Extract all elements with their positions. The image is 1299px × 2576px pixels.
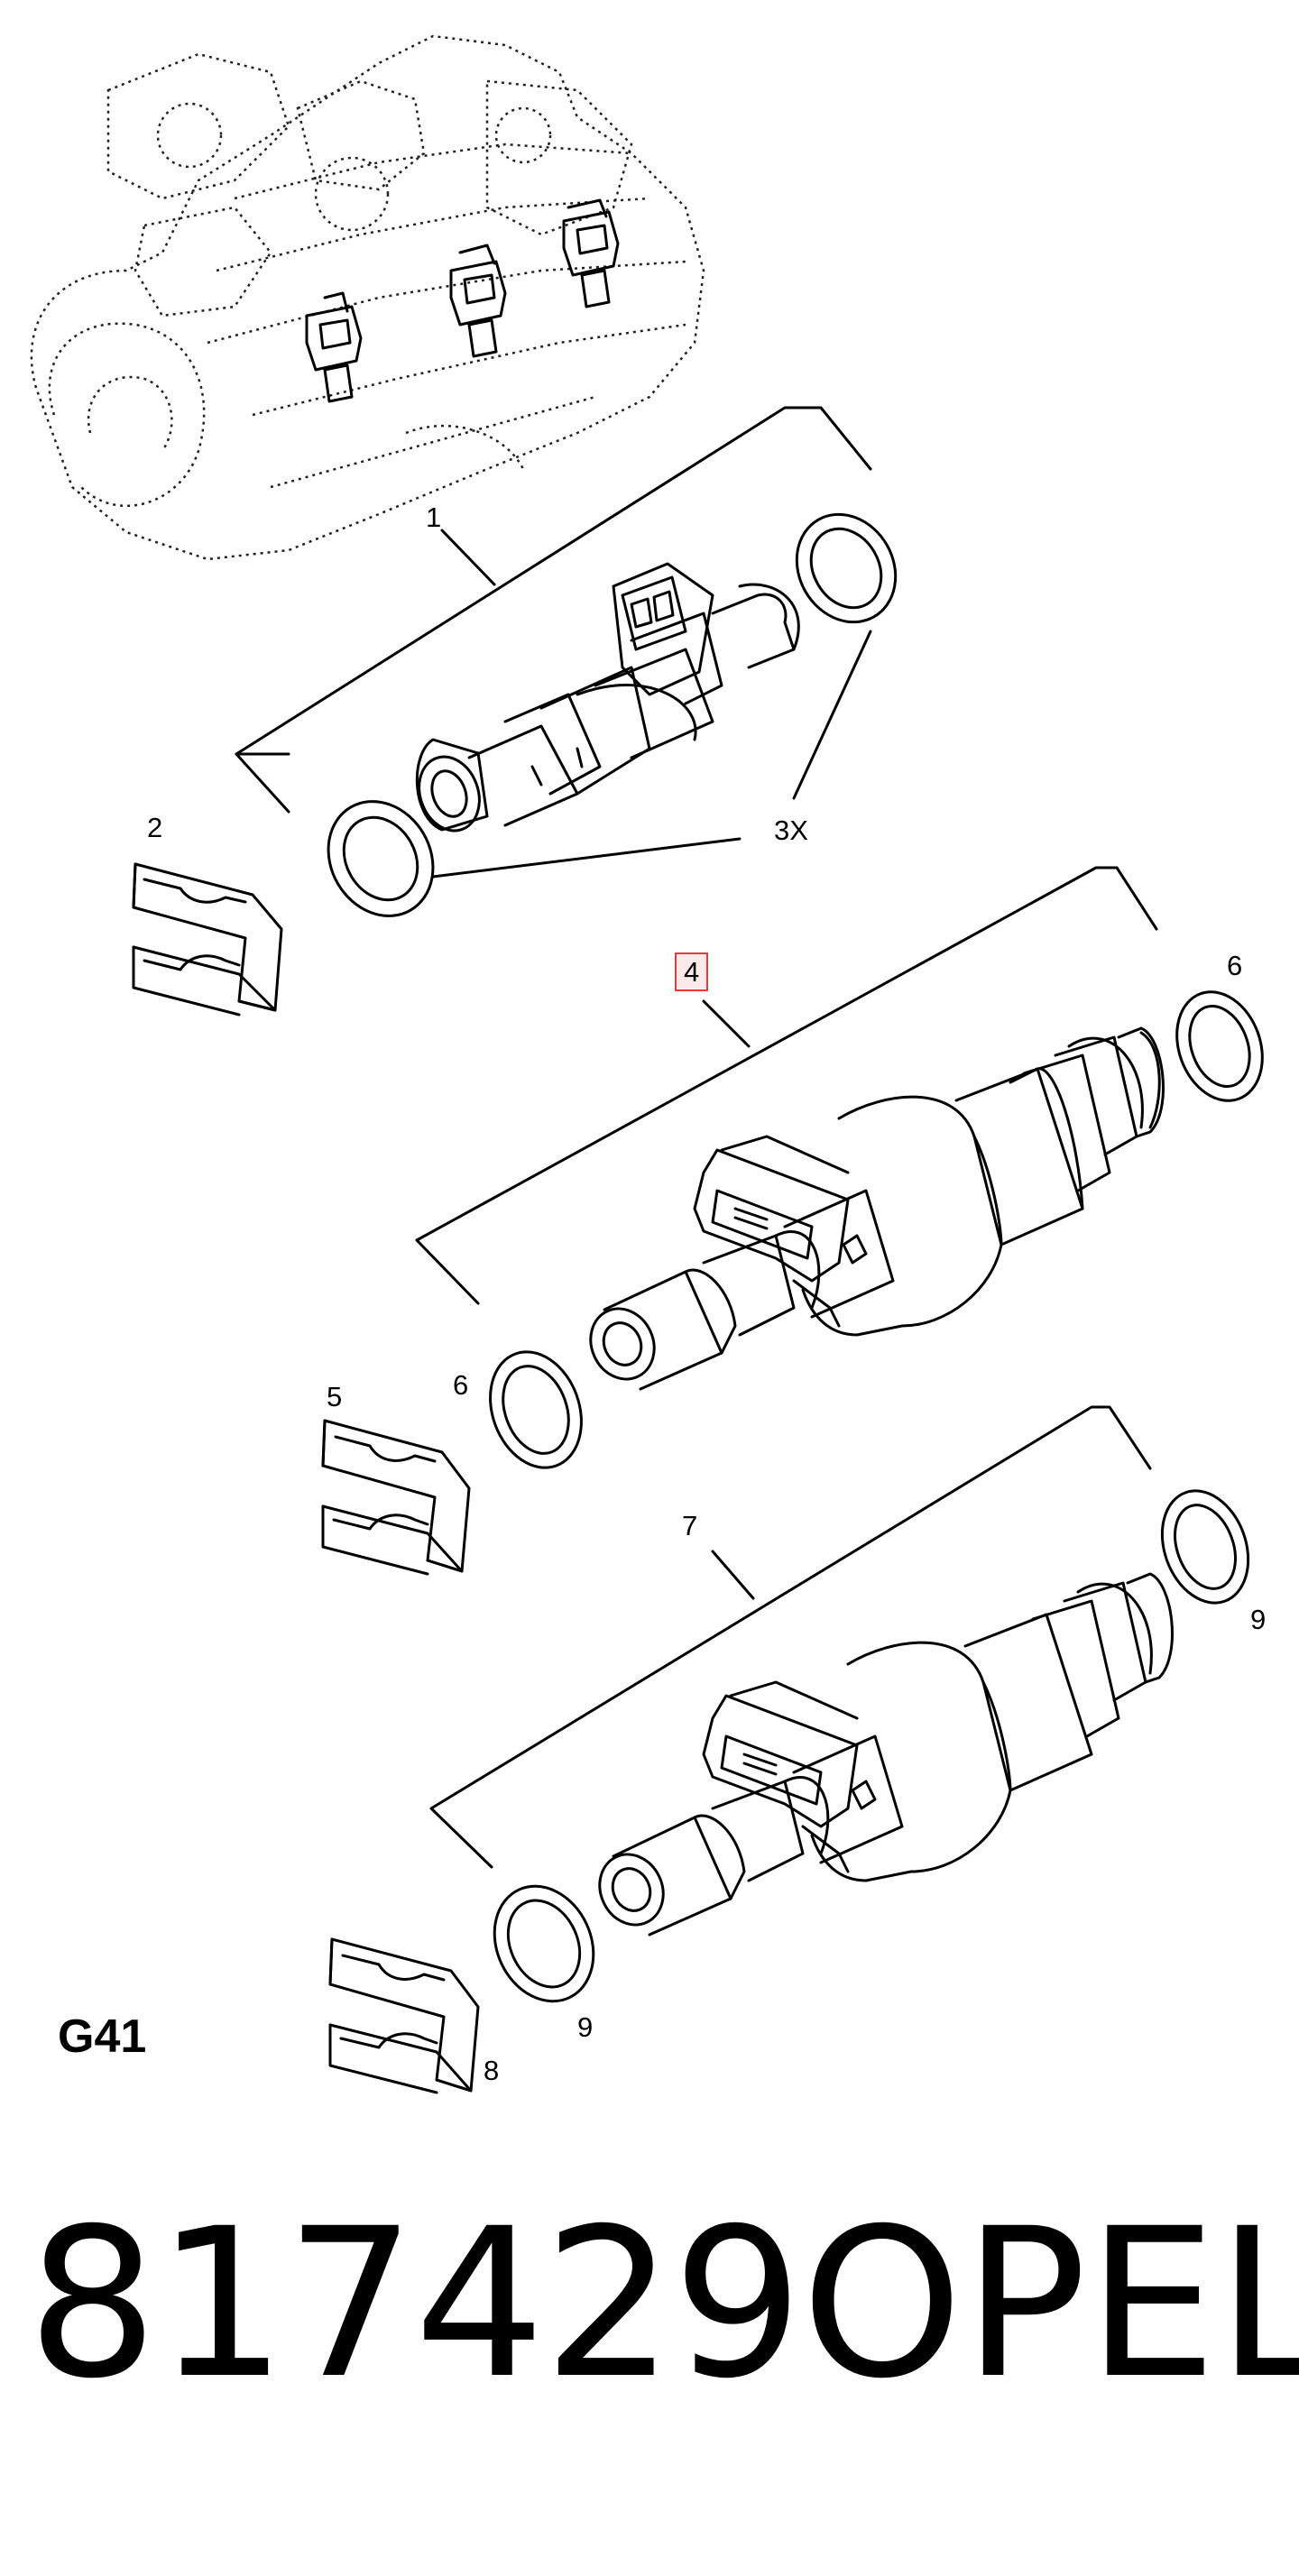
injector-4 bbox=[589, 1026, 1165, 1391]
bracket-group-1 bbox=[235, 406, 872, 814]
brand-name: OPEL bbox=[801, 2184, 1299, 2424]
callout-7: 7 bbox=[682, 1510, 698, 1541]
leader-3x-upper bbox=[792, 630, 872, 800]
injector-7 bbox=[598, 1572, 1174, 1937]
injector-1 bbox=[415, 562, 800, 833]
callout-1: 1 bbox=[426, 501, 442, 533]
callout-9-lower: 9 bbox=[577, 2011, 594, 2043]
mounted-injector-right bbox=[562, 198, 620, 308]
leader-3x-lower bbox=[431, 837, 742, 879]
diagram-code: G41 bbox=[58, 2010, 147, 2063]
clip-2 bbox=[132, 862, 283, 1017]
callout-8: 8 bbox=[484, 2055, 500, 2086]
callout-5: 5 bbox=[327, 1381, 343, 1412]
clip-8 bbox=[328, 1937, 480, 2094]
callout-2: 2 bbox=[147, 812, 163, 843]
callout-9-upper: 9 bbox=[1250, 1604, 1267, 1635]
bracket-group-4 bbox=[415, 866, 1158, 1305]
o-ring-1a bbox=[327, 800, 435, 917]
mounted-injector-middle bbox=[449, 244, 507, 358]
callout-6-lower: 6 bbox=[453, 1369, 469, 1401]
o-ring-6-upper bbox=[1175, 990, 1264, 1102]
bracket-group-7 bbox=[429, 1405, 1152, 1869]
engine-illustration bbox=[30, 34, 705, 561]
clip-5 bbox=[321, 1419, 471, 1576]
callout-3x: 3X bbox=[774, 814, 808, 846]
part-number: 817429 bbox=[27, 2184, 803, 2424]
o-ring-9-upper bbox=[1160, 1489, 1250, 1605]
o-ring-1b bbox=[795, 512, 898, 624]
o-ring-6-lower bbox=[489, 1350, 583, 1469]
callout-4[interactable]: 4 bbox=[675, 952, 709, 991]
mounted-injector-left bbox=[305, 291, 363, 403]
o-ring-9-lower bbox=[493, 1884, 595, 2003]
callout-6-upper: 6 bbox=[1227, 950, 1243, 981]
